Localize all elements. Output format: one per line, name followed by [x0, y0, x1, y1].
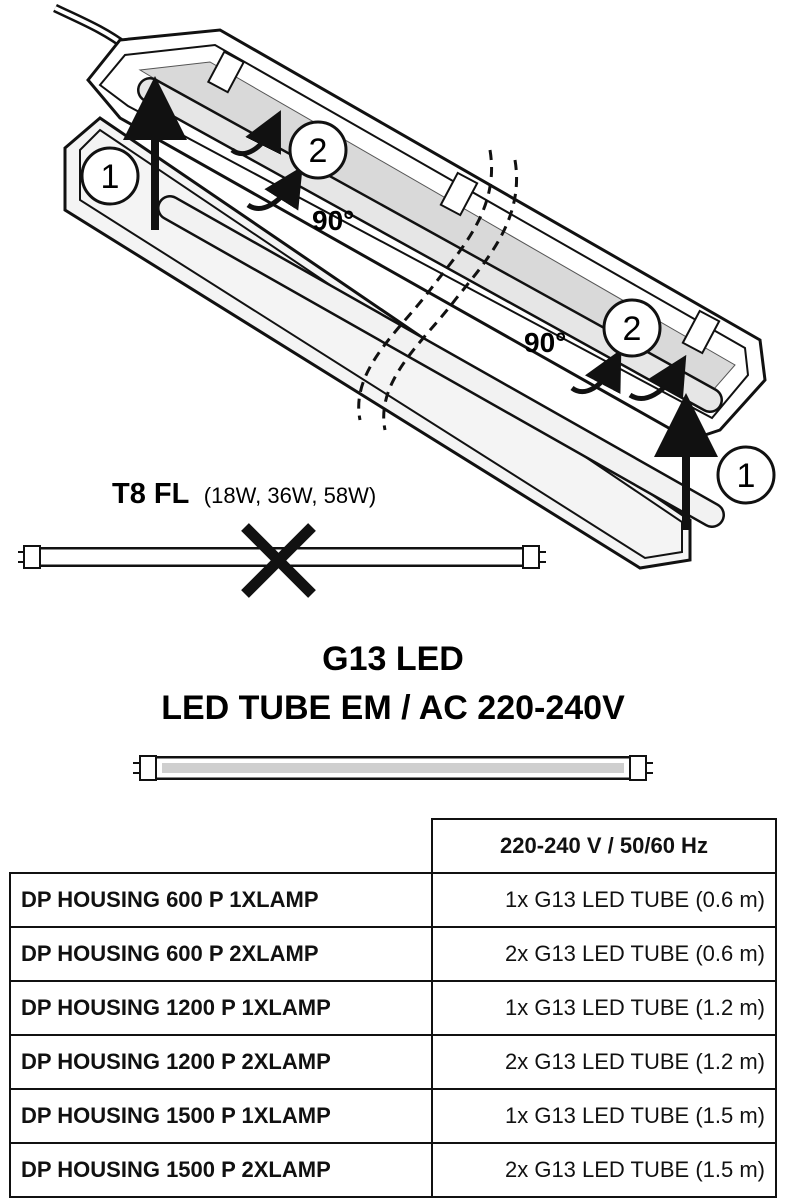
fl-tube-caption: T8 FL (18W, 36W, 58W) — [112, 478, 376, 510]
step-label: 2 — [623, 310, 642, 348]
tube-spec: 2x G13 LED TUBE (1.5 m) — [431, 1142, 777, 1198]
housing-clip — [681, 309, 721, 355]
housing-clip — [206, 50, 246, 94]
step-2-callout-left: 2 — [288, 120, 348, 180]
break-line — [357, 149, 493, 421]
header-empty-cell — [10, 819, 433, 874]
table-row: DP HOUSING 600 P 1XLAMP 1x G13 LED TUBE … — [9, 872, 777, 928]
installed-tube-lower — [157, 195, 725, 528]
housing-model: DP HOUSING 1500 P 1XLAMP — [9, 1088, 433, 1144]
not-allowed-x-icon — [241, 523, 316, 598]
tube-spec: 2x G13 LED TUBE (1.2 m) — [431, 1034, 777, 1090]
tube-spec: 2x G13 LED TUBE (0.6 m) — [431, 926, 777, 982]
step-1-callout-right: 1 — [716, 445, 776, 505]
rotate-arrow — [246, 166, 303, 211]
table-header-row: 220-240 V / 50/60 Hz — [10, 818, 777, 874]
tube-spec: 1x G13 LED TUBE (0.6 m) — [431, 872, 777, 928]
table-row: DP HOUSING 1500 P 2XLAMP 2x G13 LED TUBE… — [9, 1142, 777, 1198]
rotate-arrow — [570, 349, 622, 395]
housing-model: DP HOUSING 600 P 2XLAMP — [9, 926, 433, 982]
table-row: DP HOUSING 1500 P 1XLAMP 1x G13 LED TUBE… — [9, 1088, 777, 1144]
led-heading-line2: LED TUBE EM / AC 220-240V — [161, 689, 625, 727]
housing-compatibility-table: 220-240 V / 50/60 Hz DP HOUSING 600 P 1X… — [9, 818, 777, 1198]
voltage-header: 220-240 V / 50/60 Hz — [431, 818, 777, 874]
step-2-callout-right: 2 — [602, 298, 662, 358]
led-heading-line1: G13 LED — [322, 640, 464, 678]
housing-clip — [439, 171, 479, 217]
housing-model: DP HOUSING 1200 P 1XLAMP — [9, 980, 433, 1036]
break-line — [382, 159, 518, 431]
housing-model: DP HOUSING 1500 P 2XLAMP — [9, 1142, 433, 1198]
table-row: DP HOUSING 1200 P 1XLAMP 1x G13 LED TUBE… — [9, 980, 777, 1036]
step-label: 1 — [737, 457, 756, 495]
rotate-arrow — [628, 354, 687, 401]
installation-illustration: 1 2 2 1 90° 90° T8 FL (18W, 36W, 58W) G1… — [18, 3, 776, 781]
rotate-arrow — [230, 110, 281, 157]
angle-label: 90° — [312, 205, 354, 236]
table-row: DP HOUSING 600 P 2XLAMP 2x G13 LED TUBE … — [9, 926, 777, 982]
step-label: 2 — [309, 132, 328, 170]
tube-spec: 1x G13 LED TUBE (1.5 m) — [431, 1088, 777, 1144]
step-label: 1 — [101, 158, 120, 196]
housing-model: DP HOUSING 600 P 1XLAMP — [9, 872, 433, 928]
fl-tube-title: T8 FL — [112, 478, 189, 510]
tube-spec: 1x G13 LED TUBE (1.2 m) — [431, 980, 777, 1036]
housing-model: DP HOUSING 1200 P 2XLAMP — [9, 1034, 433, 1090]
step-1-callout-left: 1 — [80, 146, 140, 206]
angle-label: 90° — [524, 327, 566, 358]
led-tube-icon — [133, 755, 653, 781]
table-row: DP HOUSING 1200 P 2XLAMP 2x G13 LED TUBE… — [9, 1034, 777, 1090]
fl-tube-wattages: (18W, 36W, 58W) — [204, 483, 376, 508]
